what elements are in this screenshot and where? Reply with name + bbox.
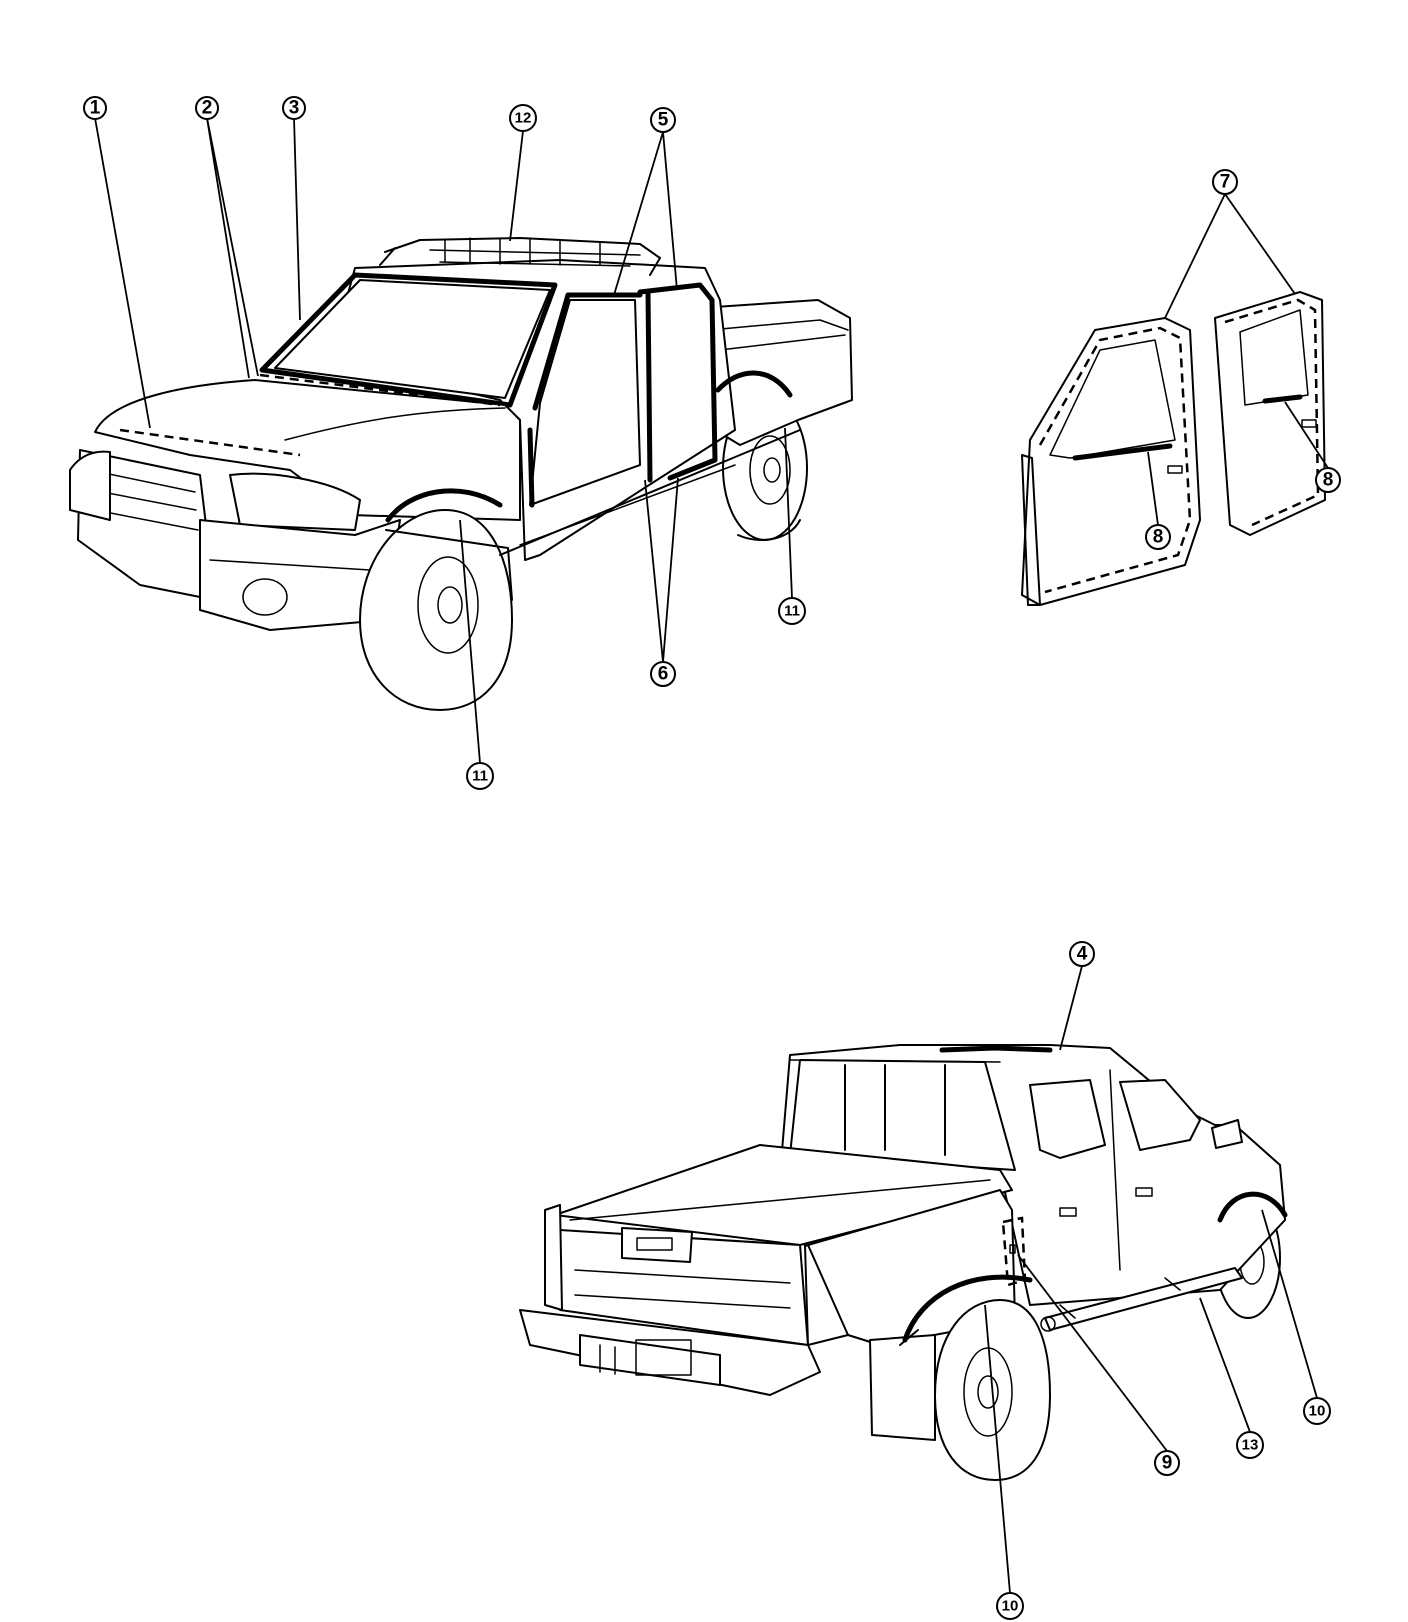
callout-10-rear: 10 bbox=[996, 1592, 1024, 1620]
callout-11-label: 11 bbox=[784, 603, 800, 620]
callout-12: 12 bbox=[509, 104, 537, 132]
callout-11-front: 11 bbox=[466, 762, 494, 790]
callout-6-label: 6 bbox=[658, 664, 669, 685]
callout-1: 1 bbox=[83, 96, 107, 120]
callout-4-label: 4 bbox=[1077, 944, 1088, 965]
callout-3-label: 3 bbox=[289, 98, 300, 119]
callout-9-label: 9 bbox=[1162, 1453, 1173, 1474]
callout-13-label: 13 bbox=[1242, 1437, 1259, 1454]
callout-8-front: 8 bbox=[1145, 524, 1171, 550]
truck-rear-view bbox=[519, 1044, 1288, 1481]
callout-5: 5 bbox=[650, 107, 676, 133]
callout-11-label: 11 bbox=[472, 768, 488, 785]
callout-13: 13 bbox=[1236, 1431, 1264, 1459]
callout-10-label: 10 bbox=[1002, 1598, 1019, 1615]
truck-front-view bbox=[69, 237, 853, 711]
callout-7-label: 7 bbox=[1220, 172, 1231, 193]
callout-9: 9 bbox=[1154, 1450, 1180, 1476]
callout-8-rear: 8 bbox=[1315, 467, 1341, 493]
callout-5-label: 5 bbox=[658, 110, 669, 131]
callout-10-label: 10 bbox=[1309, 1403, 1326, 1420]
callout-2-label: 2 bbox=[202, 98, 213, 119]
door-seals-view bbox=[1021, 291, 1326, 606]
callout-11-rear: 11 bbox=[778, 597, 806, 625]
callout-4: 4 bbox=[1069, 941, 1095, 967]
callout-2: 2 bbox=[195, 96, 219, 120]
callout-12-label: 12 bbox=[515, 110, 532, 127]
callout-3: 3 bbox=[282, 96, 306, 120]
leader-lines bbox=[94, 117, 1329, 1594]
callout-6: 6 bbox=[650, 661, 676, 687]
callout-1-label: 1 bbox=[90, 98, 101, 119]
callout-8-label: 8 bbox=[1323, 470, 1334, 491]
callout-10-front: 10 bbox=[1303, 1397, 1331, 1425]
callout-7: 7 bbox=[1212, 169, 1238, 195]
callout-8-label: 8 bbox=[1153, 527, 1164, 548]
